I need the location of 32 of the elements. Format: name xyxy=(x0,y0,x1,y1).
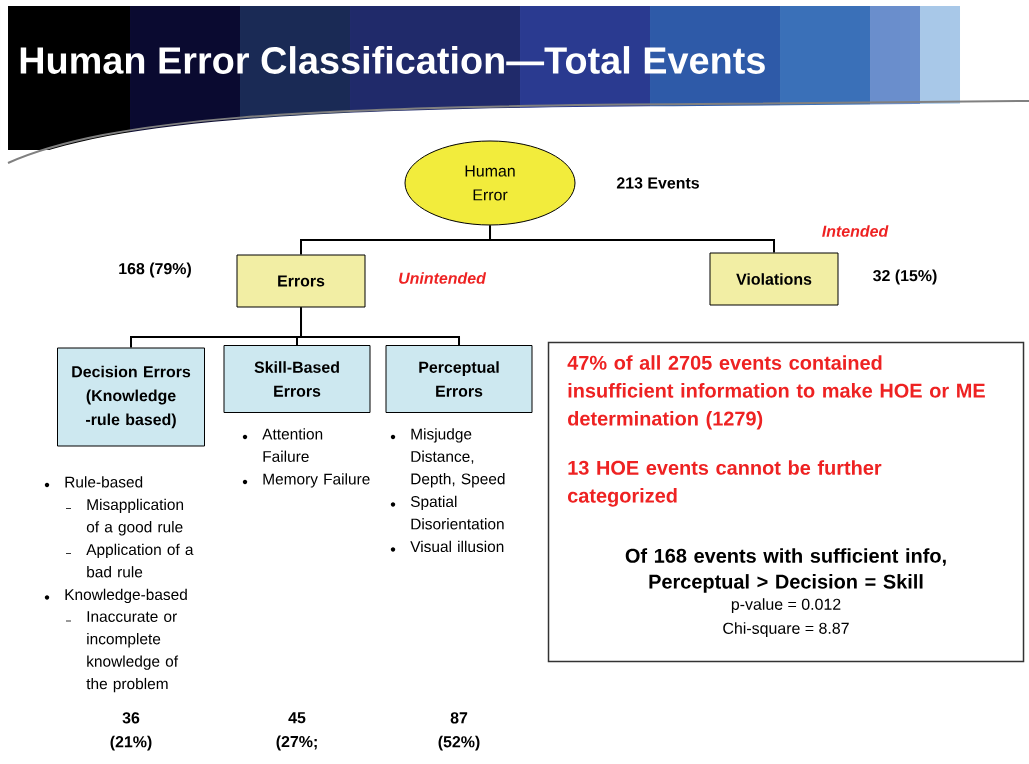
sub-item: Application of a bad rule xyxy=(65,543,194,578)
event-count: 87 (52%) xyxy=(438,712,480,751)
category-box: Perceptual Errors xyxy=(385,345,533,413)
bullet-item: Spatial Disorientation xyxy=(390,495,504,530)
note: Unintended xyxy=(399,272,487,284)
bullet-item: Misjudge Distance, Depth, Speed xyxy=(390,428,505,488)
bullet-item: Memory Failure xyxy=(242,473,370,488)
connector xyxy=(300,306,460,346)
bullet-item: Visual illusion xyxy=(390,540,504,553)
event-count: 213 Events xyxy=(616,177,699,189)
bullet-item: Knowledge-based xyxy=(44,588,187,604)
connector xyxy=(489,224,775,254)
event-count: 36 (21%) xyxy=(110,712,152,751)
info-text: Of 168 events with sufficient info, Perceptual > Decision = Skill xyxy=(625,548,946,593)
category-box: Decision Errors (Knowledge -rule based) xyxy=(57,347,205,447)
bullet-item: Attention Failure xyxy=(242,428,323,462)
title: Human Error Classification—Total Events xyxy=(20,46,765,74)
sub-item: Inaccurate or incomplete knowledge of the problem xyxy=(65,611,179,693)
event-count: 168 (79%) xyxy=(119,262,191,278)
info-text: p-value = 0.012 xyxy=(731,598,841,614)
info-text: 13 HOE events cannot be further categorized xyxy=(568,460,882,507)
note: Intended xyxy=(822,225,889,237)
category-box: Errors xyxy=(236,254,366,308)
category-box: Skill-Based Errors xyxy=(223,345,371,413)
event-count: 45 (27%; xyxy=(276,712,317,751)
event-count: 32 (15%) xyxy=(873,269,937,285)
info-text: Chi-square = 8.87 xyxy=(723,622,849,638)
info-box xyxy=(547,341,1025,663)
category-box: Violations xyxy=(709,252,839,306)
info-text: 47% of all 2705 events contained insufficient information to make HOE or ME determination (1279) xyxy=(567,355,985,430)
bullet-item: Rule-based xyxy=(44,476,143,488)
sub-item: Misapplication of a good rule xyxy=(65,498,184,536)
